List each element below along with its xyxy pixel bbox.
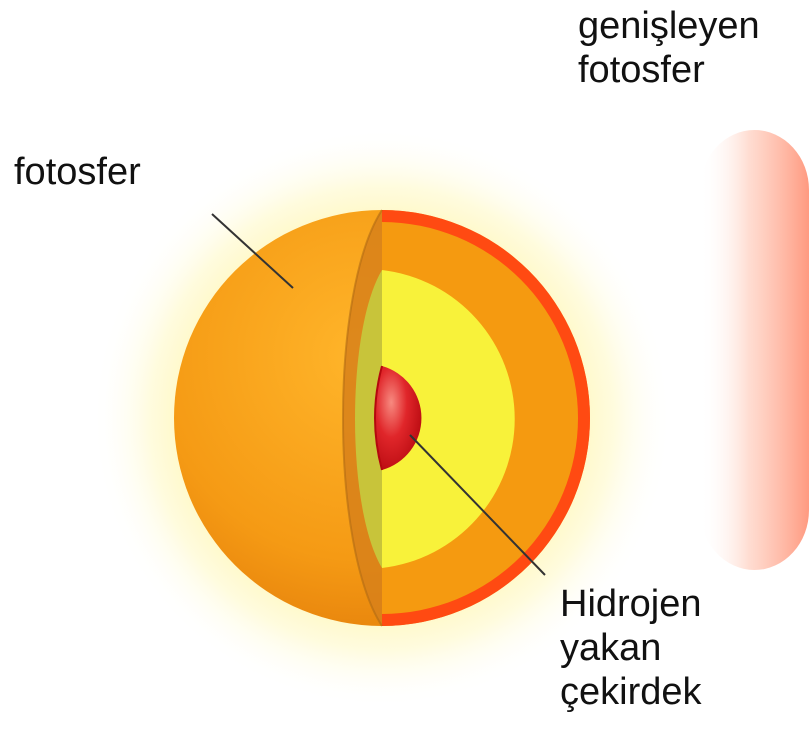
expanding-photosphere-label-line-1: genişleyen: [578, 4, 760, 48]
expanding-photosphere-label: genişleyen fotosfer: [578, 4, 760, 92]
expanding-photosphere-glow: [700, 130, 809, 570]
core-label-line-3: çekirdek: [560, 670, 702, 714]
photosphere-label-text: fotosfer: [14, 150, 141, 194]
core-label-line-2: yakan: [560, 626, 702, 670]
core-label: Hidrojen yakan çekirdek: [560, 582, 702, 714]
core-label-line-1: Hidrojen: [560, 582, 702, 626]
expanding-photosphere-label-line-2: fotosfer: [578, 48, 760, 92]
photosphere-label: fotosfer: [14, 150, 141, 194]
